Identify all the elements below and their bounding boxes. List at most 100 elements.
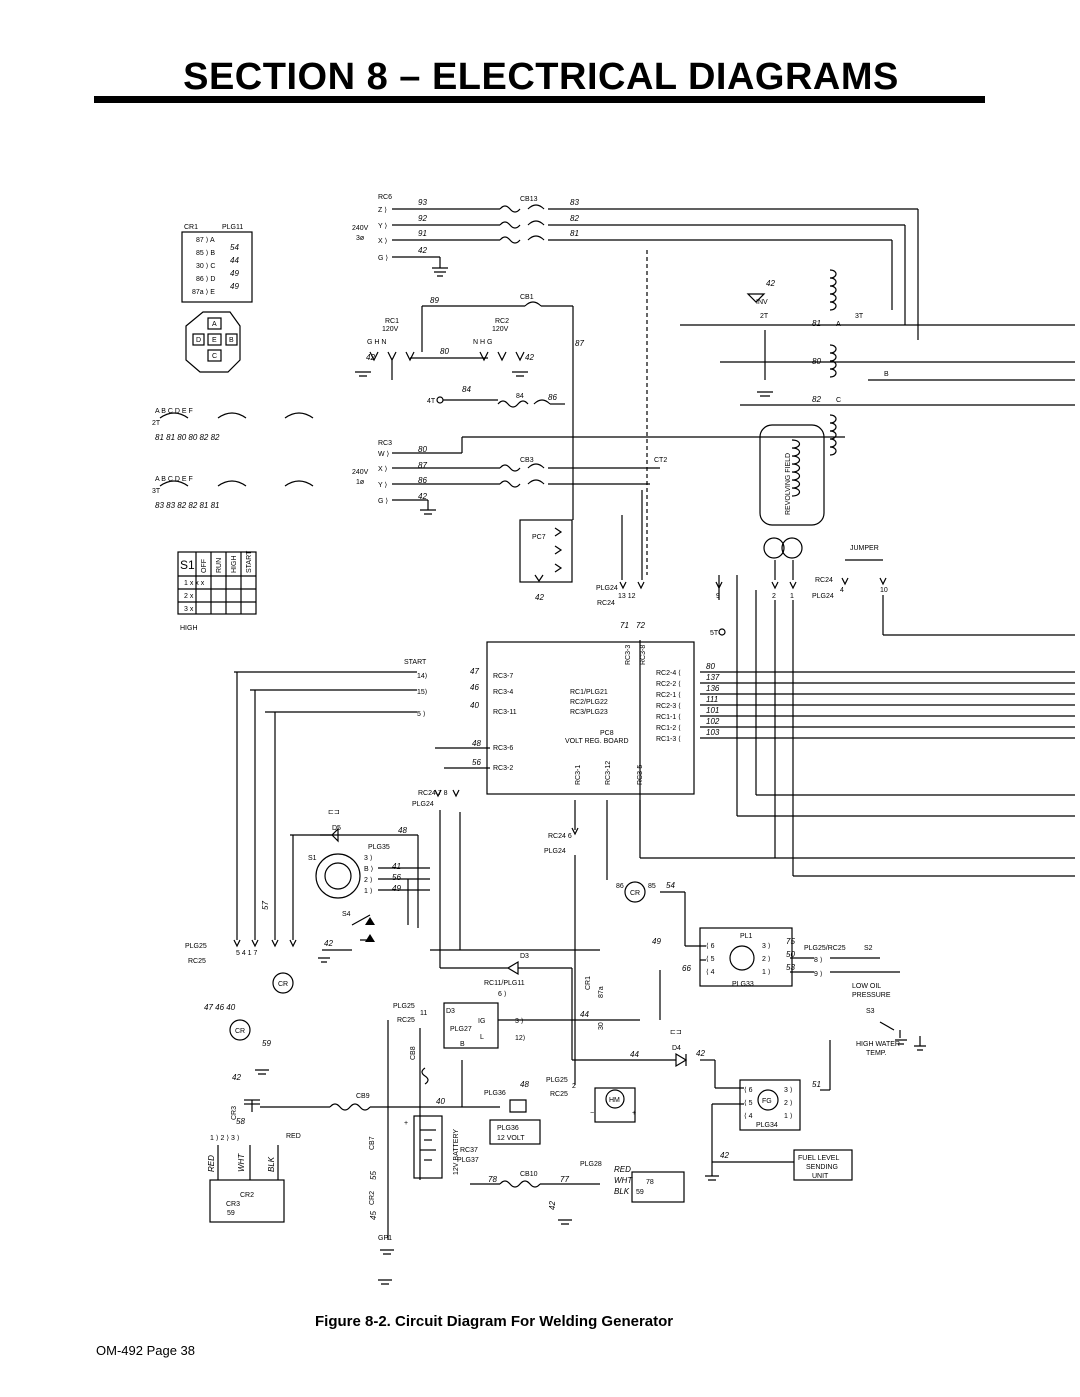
- svg-text:RC3-7: RC3-7: [493, 673, 513, 680]
- svg-text:HM: HM: [609, 1097, 620, 1104]
- svg-text:−: −: [590, 1110, 594, 1117]
- circuit-diagram: CR1 PLG11 87 ⟩ A 85 ⟩ B 30 ⟩ C 86 ⟩ D 87…: [152, 194, 1075, 1285]
- svg-text:84: 84: [516, 393, 524, 400]
- svg-text:86: 86: [616, 883, 624, 890]
- svg-text:RC2-3 ⟨: RC2-3 ⟨: [656, 702, 681, 710]
- svg-text:42: 42: [766, 279, 775, 288]
- svg-text:PLG28: PLG28: [580, 1161, 602, 1168]
- svg-text:3T: 3T: [855, 313, 864, 320]
- svg-text:136: 136: [706, 684, 720, 693]
- svg-text:82: 82: [812, 395, 821, 404]
- svg-text:137: 137: [706, 673, 720, 682]
- svg-text:INV: INV: [756, 299, 768, 306]
- rc6-receptacle: RC6 CB13 240V 3ø Z ⟩ Y ⟩ X ⟩ G ⟩ 9392914…: [352, 194, 919, 340]
- svg-text:RC3-1: RC3-1: [575, 765, 582, 785]
- svg-text:12 VOLT: 12 VOLT: [497, 1135, 525, 1142]
- svg-text:48: 48: [472, 739, 481, 748]
- svg-text:⟨ 6: ⟨ 6: [744, 1086, 753, 1094]
- svg-text:2T: 2T: [760, 313, 769, 320]
- svg-text:57: 57: [261, 901, 270, 910]
- svg-text:HIGH WATER: HIGH WATER: [856, 1041, 900, 1048]
- svg-text:102: 102: [706, 717, 720, 726]
- svg-text:VOLT REG. BOARD: VOLT REG. BOARD: [565, 738, 629, 745]
- svg-text:48: 48: [520, 1080, 529, 1089]
- interconnect-wires: [387, 250, 1075, 1240]
- svg-text:85 ⟩ B: 85 ⟩ B: [196, 249, 215, 257]
- svg-text:PL1: PL1: [740, 933, 753, 940]
- svg-text:6 ⟩: 6 ⟩: [498, 990, 507, 998]
- svg-text:RC37: RC37: [460, 1147, 478, 1154]
- svg-text:5 4 1 7: 5 4 1 7: [236, 950, 258, 957]
- svg-text:91: 91: [418, 229, 427, 238]
- svg-text:11: 11: [420, 1010, 427, 1017]
- svg-text:42: 42: [535, 593, 544, 602]
- svg-text:80: 80: [706, 662, 715, 671]
- svg-text:RC2-1 ⟨: RC2-1 ⟨: [656, 691, 681, 699]
- svg-text:9 ⟩: 9 ⟩: [814, 970, 823, 978]
- cr1-hm-section: RC24 6 PLG24 86 85 54 CR CR1 87a 30 ⊏⊐ D…: [544, 827, 705, 1225]
- svg-text:49: 49: [652, 937, 661, 946]
- svg-text:1 ⟩: 1 ⟩: [364, 887, 373, 895]
- svg-text:55: 55: [369, 1171, 378, 1180]
- svg-text:CR: CR: [235, 1028, 245, 1035]
- svg-text:CB9: CB9: [356, 1093, 370, 1100]
- svg-text:4: 4: [840, 587, 844, 594]
- svg-text:RC1-2 ⟨: RC1-2 ⟨: [656, 724, 681, 732]
- svg-text:N H G: N H G: [473, 339, 492, 346]
- svg-text:PLG37: PLG37: [457, 1157, 479, 1164]
- svg-text:D: D: [196, 337, 201, 344]
- svg-text:C: C: [836, 397, 841, 404]
- svg-text:PLG36: PLG36: [484, 1090, 506, 1097]
- s1-table: S1 OFF RUN HIGH START 1 x x x 2 x 3 x HI…: [177, 550, 257, 632]
- svg-text:WHT: WHT: [614, 1176, 633, 1185]
- svg-text:49: 49: [392, 884, 401, 893]
- page-title: SECTION 8 – ELECTRICAL DIAGRAMS: [183, 56, 899, 98]
- svg-text:RC6: RC6: [378, 194, 392, 201]
- svg-text:CR: CR: [278, 981, 288, 988]
- svg-text:80: 80: [418, 445, 427, 454]
- svg-text:59: 59: [262, 1039, 271, 1048]
- svg-text:83 83 82: 83 83 82 82 81 81: [155, 501, 220, 510]
- svg-text:87a ⟩ E: 87a ⟩ E: [192, 288, 215, 296]
- svg-text:PLG25: PLG25: [393, 1003, 415, 1010]
- svg-text:FG: FG: [762, 1098, 772, 1105]
- svg-text:RC3-8: RC3-8: [640, 645, 647, 665]
- svg-text:1 ⟩: 1 ⟩: [784, 1112, 793, 1120]
- svg-text:RC3-2: RC3-2: [493, 765, 513, 772]
- svg-text:RC1-1 ⟨: RC1-1 ⟨: [656, 713, 681, 721]
- svg-text:44: 44: [580, 1010, 589, 1019]
- plg24-top: PLG24 RC24 13 12 9 2 1 5T 71 72: [596, 581, 797, 637]
- svg-text:3 ⟩: 3 ⟩: [762, 942, 771, 950]
- svg-text:2: 2: [572, 1083, 576, 1090]
- svg-text:PLG34: PLG34: [756, 1122, 778, 1129]
- svg-text:58: 58: [236, 1117, 245, 1126]
- svg-text:PLG25: PLG25: [185, 943, 207, 950]
- svg-text:CR3: CR3: [226, 1201, 240, 1208]
- svg-text:PRESSURE: PRESSURE: [852, 992, 891, 999]
- svg-text:83: 83: [570, 198, 579, 207]
- svg-text:D3: D3: [446, 1008, 455, 1015]
- svg-text:5 ⟩: 5 ⟩: [417, 710, 426, 718]
- svg-text:S2: S2: [864, 945, 873, 952]
- svg-text:3 ⟩: 3 ⟩: [515, 1017, 524, 1025]
- svg-text:W ⟩: W ⟩: [378, 450, 390, 458]
- svg-text:S1: S1: [308, 855, 317, 862]
- svg-text:45: 45: [369, 1211, 378, 1220]
- svg-text:CB3: CB3: [520, 457, 534, 464]
- svg-text:81: 81: [570, 229, 579, 238]
- svg-text:D3: D3: [520, 953, 529, 960]
- svg-text:D4: D4: [672, 1045, 681, 1052]
- svg-text:RC11/PLG11: RC11/PLG11: [484, 980, 525, 987]
- svg-text:Z ⟩: Z ⟩: [378, 206, 387, 214]
- svg-text:42: 42: [324, 939, 333, 948]
- svg-text:CR3: CR3: [231, 1106, 238, 1120]
- svg-text:B ⟩: B ⟩: [364, 865, 374, 873]
- svg-text:13 12: 13 12: [618, 593, 636, 600]
- svg-text:B: B: [460, 1041, 465, 1048]
- svg-text:PC7: PC7: [532, 534, 546, 541]
- svg-text:CB13: CB13: [520, 196, 538, 203]
- svg-text:101: 101: [706, 706, 719, 715]
- svg-text:85: 85: [648, 883, 656, 890]
- svg-text:111: 111: [706, 695, 718, 704]
